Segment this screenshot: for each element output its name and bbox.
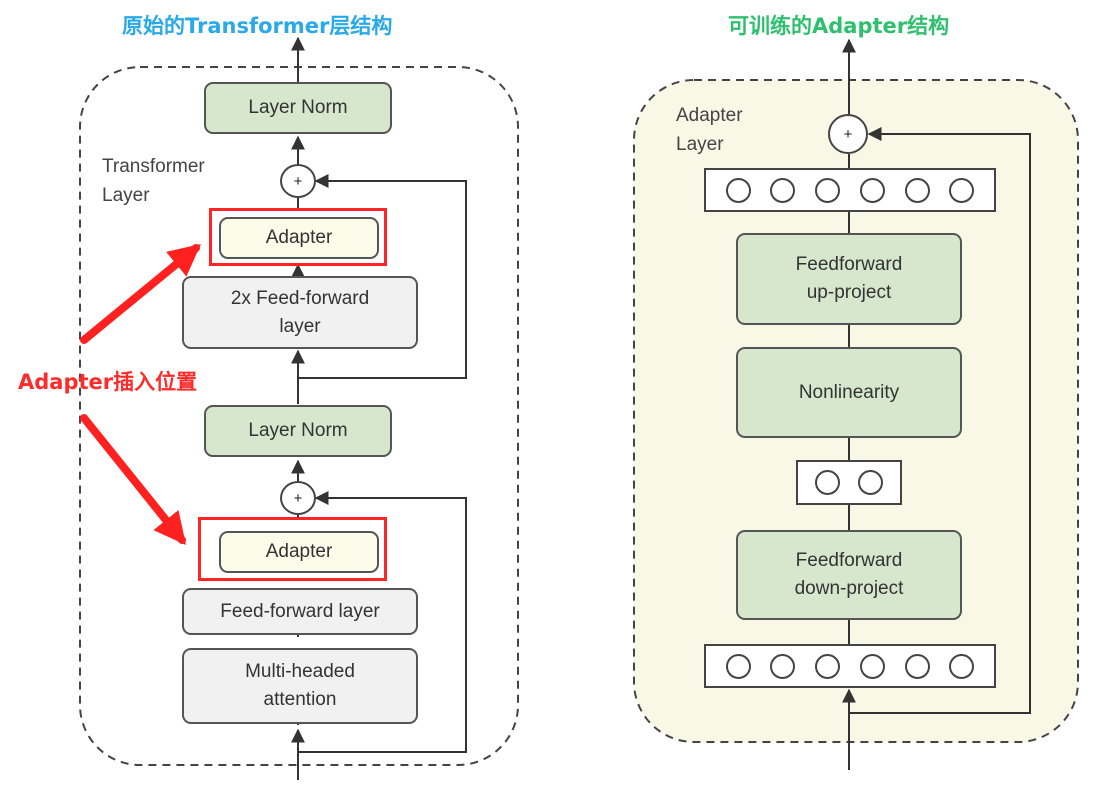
feed-forward-layer-box: Feed-forward layer (182, 588, 418, 635)
neuron (770, 177, 796, 203)
adapter-add-node: + (828, 114, 868, 154)
bottom-add-node: + (280, 481, 316, 515)
adapter-top-highlight (209, 208, 387, 266)
right-title: 可训练的Adapter结构 (728, 14, 950, 38)
neuron (815, 470, 841, 495)
two-x-feed-forward-box: 2x Feed-forward layer (182, 276, 418, 349)
adapter-insertion-label: Adapter插入位置 (18, 370, 198, 394)
neuron (857, 470, 883, 495)
input-neuron-layer (704, 644, 996, 688)
adapter-bottom-box: Adapter (219, 531, 379, 573)
up-project-box: Feedforward up-project (736, 233, 962, 325)
neuron (904, 177, 930, 203)
multi-headed-attention-box: Multi-headed attention (182, 648, 418, 724)
output-neuron-layer (704, 168, 996, 212)
adapter-layer-label: Adapter Layer (676, 105, 743, 155)
bottleneck-neuron-layer (796, 460, 902, 505)
right-connectors (842, 38, 1031, 770)
neuron (949, 177, 975, 203)
neuron (904, 653, 930, 679)
left-title: 原始的Transformer层结构 (122, 14, 393, 38)
adapter-top-box: Adapter (219, 217, 379, 259)
neuron (815, 177, 841, 203)
neuron (949, 653, 975, 679)
nonlinearity-box: Nonlinearity (736, 347, 962, 438)
annotation-arrows (80, 243, 201, 545)
top-layer-norm-box: Layer Norm (204, 82, 392, 134)
neuron (725, 177, 751, 203)
neuron (770, 653, 796, 679)
down-project-box: Feedforward down-project (736, 530, 962, 620)
top-add-node: + (280, 164, 316, 198)
neuron (859, 177, 885, 203)
neuron (725, 653, 751, 679)
transformer-layer-label: Transformer Layer (102, 156, 205, 206)
neuron (859, 653, 885, 679)
middle-layer-norm-box: Layer Norm (204, 405, 392, 457)
adapter-bottom-highlight (198, 517, 387, 581)
neuron (815, 653, 841, 679)
